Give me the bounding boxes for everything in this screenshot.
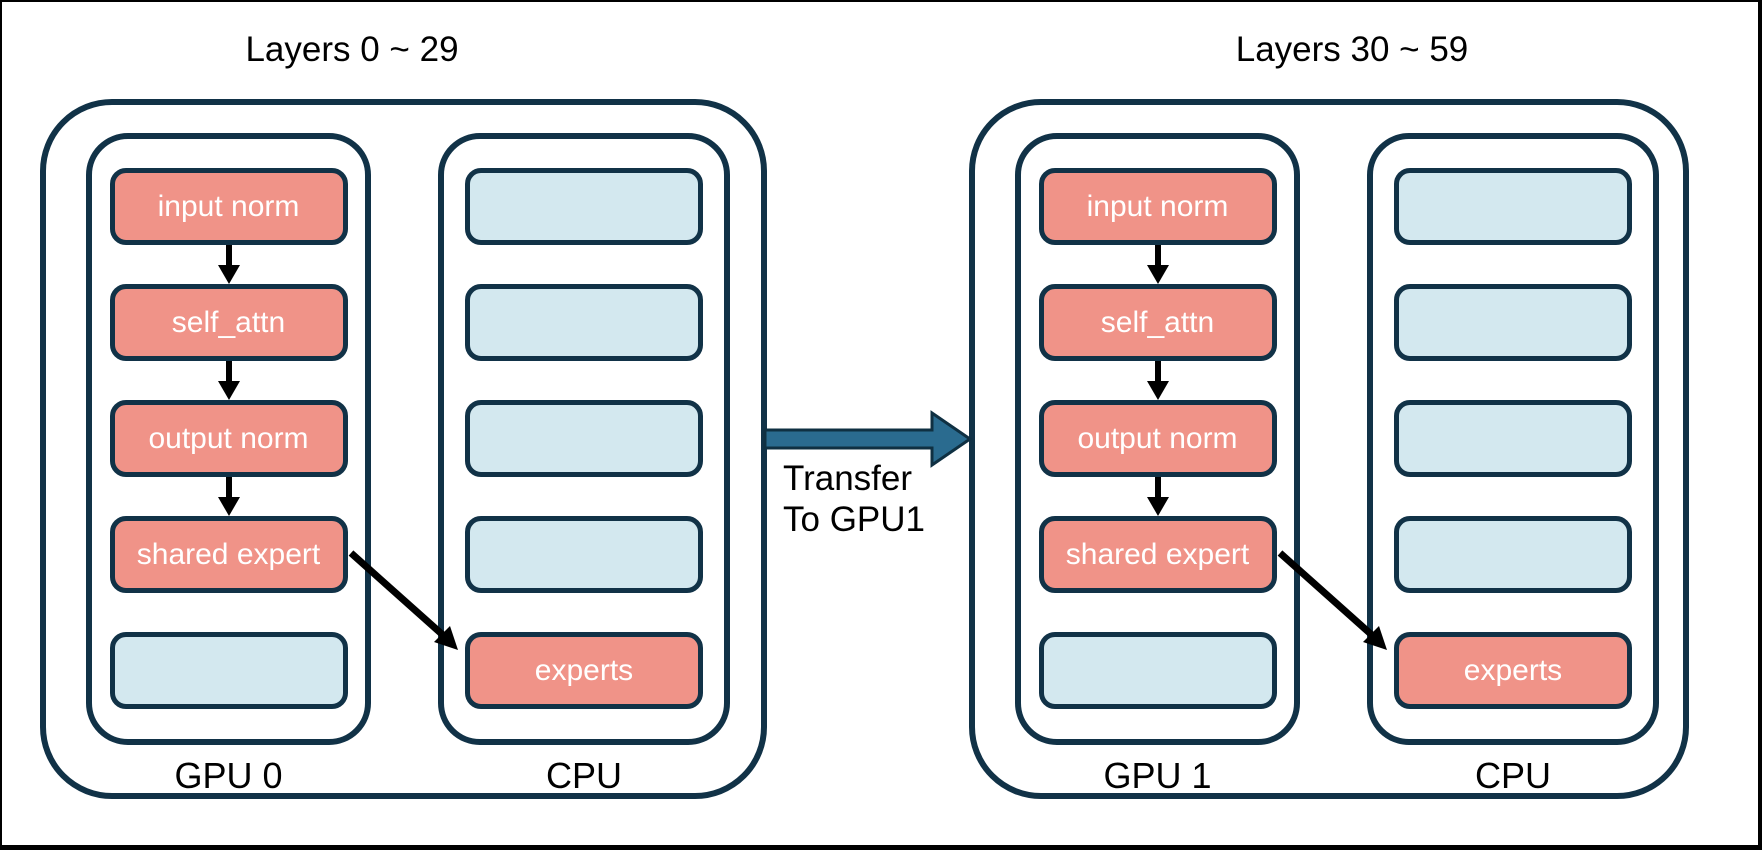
block-label: output norm	[1077, 421, 1238, 455]
block-empty-slot	[1394, 400, 1632, 477]
block-self-attn: self_attn	[1038, 284, 1277, 361]
gpu1-container: input norm self_attn output norm shared …	[1015, 133, 1300, 745]
title-layers-0-29: Layers 0 ~ 29	[245, 30, 459, 69]
block-label: experts	[1463, 653, 1563, 687]
block-label: input norm	[157, 189, 300, 223]
transfer-line2: To GPU1	[783, 500, 925, 539]
down-arrow-icon	[217, 245, 240, 284]
block-empty-slot	[109, 632, 348, 709]
transfer-line1: Transfer	[783, 459, 913, 498]
block-label: experts	[534, 653, 634, 687]
block-empty-slot	[465, 168, 703, 245]
block-shared-expert: shared expert	[1038, 516, 1277, 593]
flow-gap	[214, 361, 244, 400]
down-arrow-icon	[1146, 361, 1169, 400]
label-cpu-left: CPU	[545, 755, 622, 796]
label-gpu1: GPU 1	[1103, 755, 1212, 796]
cpu-container-right: experts	[1367, 133, 1659, 745]
flow-gap	[1143, 245, 1173, 284]
flow-gap	[1143, 477, 1173, 516]
label-gpu0: GPU 0	[174, 755, 283, 796]
block-output-norm: output norm	[1038, 400, 1277, 477]
block-label: shared expert	[1065, 537, 1250, 571]
block-label: self_attn	[171, 305, 286, 339]
cpu-container-left: experts	[438, 133, 730, 745]
block-experts: experts	[465, 632, 703, 709]
block-shared-expert: shared expert	[109, 516, 348, 593]
block-label: output norm	[148, 421, 309, 455]
block-self-attn: self_attn	[109, 284, 348, 361]
transfer-label: Transfer To GPU1	[783, 458, 925, 540]
block-empty-slot	[465, 516, 703, 593]
flow-gap	[214, 477, 244, 516]
block-input-norm: input norm	[1038, 168, 1277, 245]
down-arrow-icon	[1146, 245, 1169, 284]
down-arrow-icon	[1146, 477, 1169, 516]
group-layers-0-29: input norm self_attn output norm shared …	[40, 99, 767, 799]
block-label: shared expert	[136, 537, 321, 571]
block-empty-slot	[465, 284, 703, 361]
flow-gap	[214, 245, 244, 284]
block-empty-slot	[1394, 284, 1632, 361]
gpu0-container: input norm self_attn output norm shared …	[86, 133, 371, 745]
down-arrow-icon	[217, 361, 240, 400]
group-layers-30-59: input norm self_attn output norm shared …	[969, 99, 1689, 799]
title-layers-30-59: Layers 30 ~ 59	[1235, 30, 1469, 69]
block-empty-slot	[1038, 632, 1277, 709]
block-output-norm: output norm	[109, 400, 348, 477]
down-arrow-icon	[217, 477, 240, 516]
block-empty-slot	[1394, 516, 1632, 593]
block-input-norm: input norm	[109, 168, 348, 245]
block-experts: experts	[1394, 632, 1632, 709]
label-cpu-right: CPU	[1474, 755, 1551, 796]
block-empty-slot	[465, 400, 703, 477]
block-label: input norm	[1086, 189, 1229, 223]
flow-gap	[1143, 361, 1173, 400]
block-empty-slot	[1394, 168, 1632, 245]
block-label: self_attn	[1100, 305, 1215, 339]
